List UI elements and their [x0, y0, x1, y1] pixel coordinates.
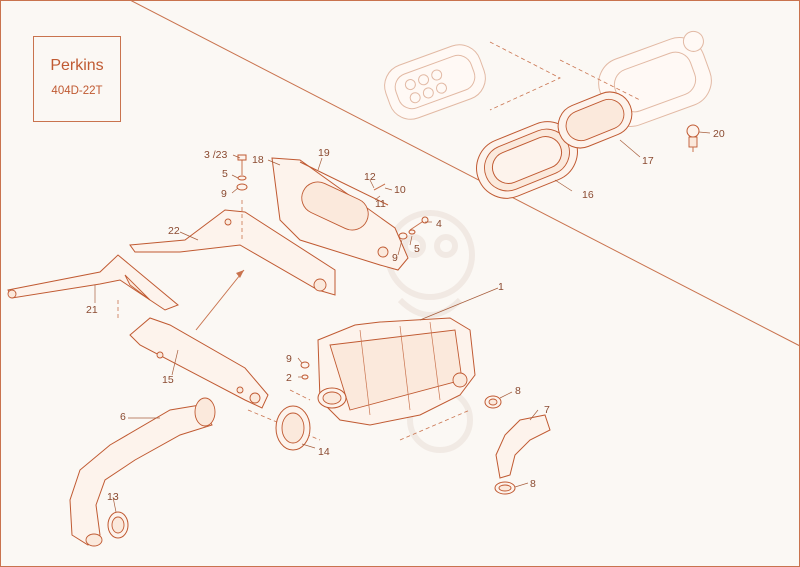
washer-9-mid — [398, 232, 408, 240]
callout-labels: 1 2 3 /23 4 5 5 6 7 8 8 9 9 9 10 11 12 1… — [86, 128, 725, 503]
washer-2 — [301, 374, 309, 380]
hose-clamp-8-lower — [494, 481, 516, 495]
callout-9-lower: 9 — [286, 353, 292, 365]
callout-18: 18 — [252, 154, 264, 166]
outlet-hose-7 — [495, 414, 551, 479]
engine-model: 404D-22T — [51, 85, 103, 97]
washer-5-upper — [237, 175, 247, 181]
section-divider-line — [129, 0, 800, 347]
callout-9-mid: 9 — [392, 252, 398, 264]
callout-4: 4 — [436, 218, 442, 230]
callout-14: 14 — [318, 446, 330, 458]
callout-1: 1 — [498, 281, 504, 293]
support-bracket-22 — [129, 209, 336, 296]
callout-22: 22 — [168, 225, 180, 237]
callout-12: 12 — [364, 171, 376, 183]
seal-strip-19 — [299, 161, 389, 206]
washer-9-lower — [300, 361, 310, 369]
callout-15: 15 — [162, 374, 174, 386]
washer-5-mid — [408, 229, 416, 235]
washer-9-upper — [236, 183, 248, 191]
callout-21: 21 — [86, 304, 98, 316]
callout-3-23: 3 /23 — [204, 149, 228, 161]
callout-5-mid: 5 — [414, 243, 420, 255]
callout-17: 17 — [642, 155, 654, 167]
callout-8-lower: 8 — [530, 478, 536, 490]
intake-hose-6 — [69, 397, 216, 547]
callout-6: 6 — [120, 411, 126, 423]
callout-8-upper: 8 — [515, 385, 521, 397]
leader-lines — [94, 131, 711, 513]
primary-filter-element — [476, 121, 578, 199]
support-bracket-21 — [7, 254, 179, 311]
ghost-engine-reference-parts — [384, 30, 712, 127]
callout-16: 16 — [582, 189, 594, 201]
callout-11: 11 — [375, 198, 386, 210]
brand-box: Perkins 404D-22T — [33, 36, 121, 122]
brand-name: Perkins — [50, 57, 104, 74]
safety-filter-element — [557, 91, 633, 149]
callout-5-upper: 5 — [222, 168, 228, 180]
bolt-12 — [373, 183, 386, 191]
callout-9-upper: 9 — [221, 188, 227, 200]
callout-7: 7 — [544, 404, 550, 416]
restriction-indicator — [686, 124, 700, 152]
bolt-4 — [409, 216, 429, 231]
callout-19: 19 — [318, 147, 330, 159]
hose-clamp-14 — [275, 405, 311, 451]
hose-clamp-13 — [107, 511, 129, 539]
hose-clamp-8-upper — [484, 395, 502, 409]
air-filter-housing — [317, 317, 476, 426]
callout-2: 2 — [286, 372, 292, 384]
callout-10: 10 — [394, 184, 406, 196]
callout-13: 13 — [107, 491, 119, 503]
mounting-bracket-15 — [129, 317, 269, 409]
callout-20: 20 — [713, 128, 725, 140]
mounting-bracket-18 — [271, 157, 409, 271]
